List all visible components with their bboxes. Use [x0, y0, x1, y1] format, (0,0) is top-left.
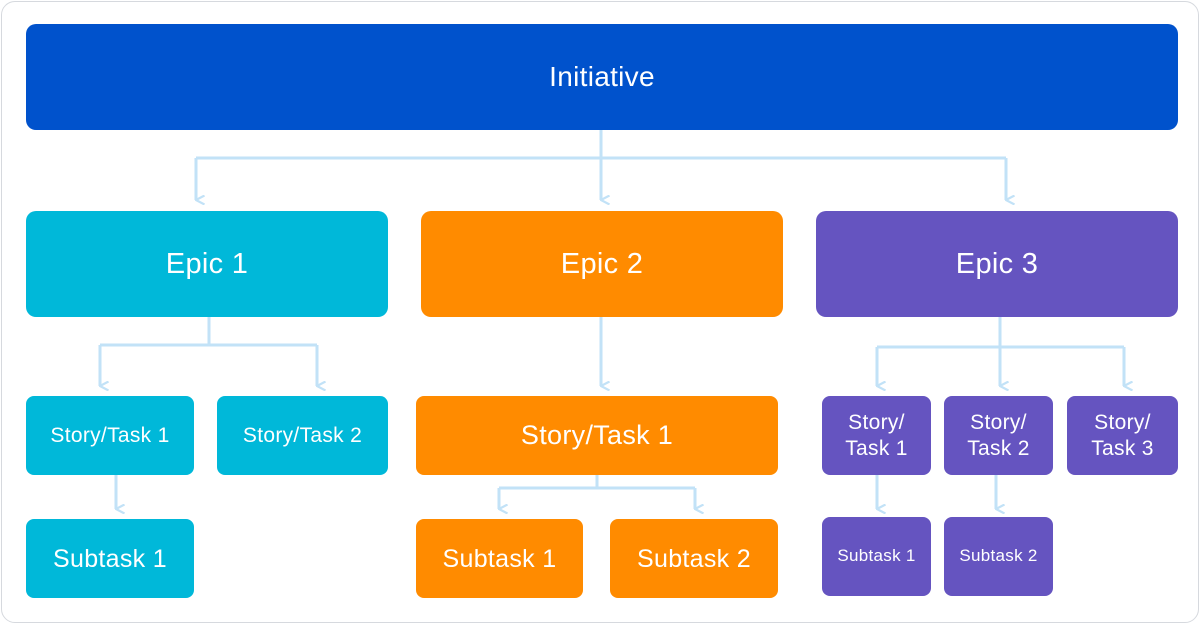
epic-2-subtask-1-label: Subtask 1 [442, 544, 557, 573]
epic-1-label: Epic 1 [165, 247, 249, 280]
initiative-box: Initiative [26, 24, 1178, 130]
epic-3-subtask-2-label: Subtask 2 [959, 546, 1038, 566]
epic-2-subtask-1-box: Subtask 1 [416, 519, 583, 598]
epic-3-box: Epic 3 [816, 211, 1178, 317]
epic-3-subtask-2-box: Subtask 2 [944, 517, 1053, 596]
epic-3-story-2-line1: Story/ [970, 411, 1027, 435]
epic-3-story-3-line2: Task 3 [1091, 436, 1154, 460]
epic-3-story-3-line1: Story/ [1094, 411, 1151, 435]
epic-2-story-1-label: Story/Task 1 [520, 420, 674, 451]
epic-1-box: Epic 1 [26, 211, 388, 317]
initiative-label: Initiative [549, 61, 655, 93]
epic-3-subtask-1-label: Subtask 1 [837, 546, 916, 566]
epic-3-label: Epic 3 [955, 247, 1039, 280]
epic-3-story-3-box: Story/ Task 3 [1067, 396, 1178, 475]
epic-2-label: Epic 2 [560, 247, 644, 280]
epic-3-story-1-line2: Task 1 [845, 436, 908, 460]
epic-3-story-1-box: Story/ Task 1 [822, 396, 931, 475]
epic-3-story-2-box: Story/ Task 2 [944, 396, 1053, 475]
epic-2-subtask-2-box: Subtask 2 [610, 519, 778, 598]
epic-1-story-2-box: Story/Task 2 [217, 396, 388, 475]
epic-1-story-1-box: Story/Task 1 [26, 396, 194, 475]
epic-2-story-1-box: Story/Task 1 [416, 396, 778, 475]
epic-3-story-2-line2: Task 2 [967, 436, 1030, 460]
epic-1-story-2-label: Story/Task 2 [242, 423, 363, 447]
epic-2-box: Epic 2 [421, 211, 783, 317]
epic-3-subtask-1-box: Subtask 1 [822, 517, 931, 596]
epic-2-subtask-2-label: Subtask 2 [637, 544, 751, 573]
epic-1-subtask-1-label: Subtask 1 [53, 544, 167, 573]
epic-3-story-1-line1: Story/ [848, 411, 905, 435]
epic-1-story-1-label: Story/Task 1 [50, 423, 170, 447]
epic-1-subtask-1-box: Subtask 1 [26, 519, 194, 598]
